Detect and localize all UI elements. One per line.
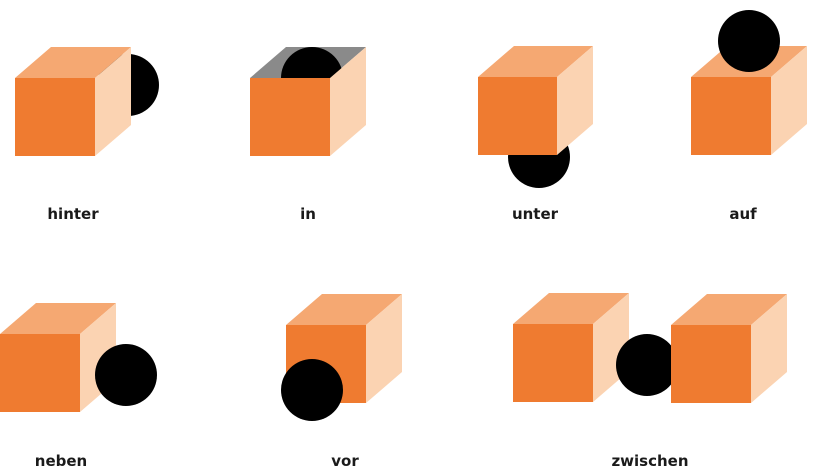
scene-vor <box>281 294 402 421</box>
label-vor: vor <box>331 454 358 469</box>
scene-neben <box>0 303 157 412</box>
scene-in <box>250 47 366 156</box>
cube-open <box>250 47 366 156</box>
label-hinter: hinter <box>47 207 98 222</box>
cube <box>15 47 131 156</box>
label-neben: neben <box>35 454 87 469</box>
label-in: in <box>300 207 316 222</box>
cube-right <box>671 294 787 403</box>
label-auf: auf <box>729 207 756 222</box>
label-unter: unter <box>512 207 558 222</box>
ball <box>616 334 678 396</box>
scene-auf <box>691 10 807 155</box>
cube <box>478 46 593 155</box>
label-zwischen: zwischen <box>611 454 688 469</box>
ball <box>281 359 343 421</box>
scene-hinter <box>15 47 159 156</box>
scene-unter <box>478 46 593 188</box>
ball <box>718 10 780 72</box>
scene-zwischen <box>513 293 787 403</box>
cube <box>0 303 116 412</box>
ball <box>95 344 157 406</box>
cube-left <box>513 293 629 402</box>
